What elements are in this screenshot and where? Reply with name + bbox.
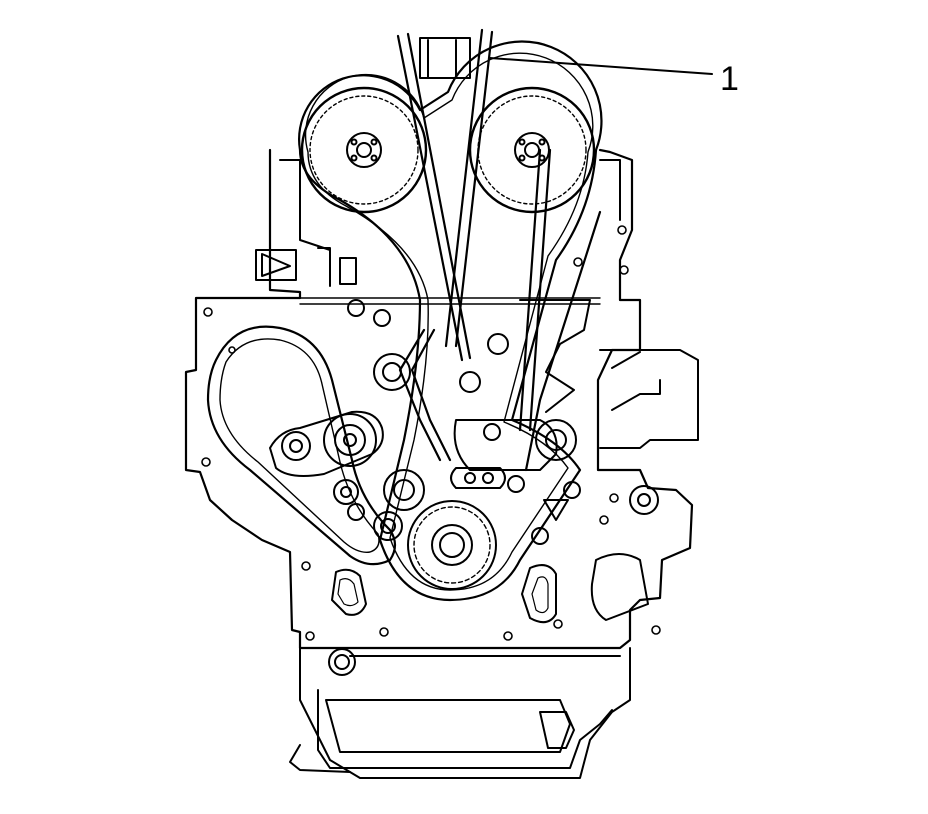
engine-block: [184, 37, 699, 779]
timing-belt: [298, 40, 603, 602]
bolt-holes: [201, 225, 661, 641]
auxiliary-belt: [206, 325, 397, 566]
crankshaft-sprocket: [407, 500, 497, 590]
callout-1-leader: [489, 57, 713, 75]
left-camshaft-sprocket: [300, 86, 428, 214]
pulleys: [281, 299, 659, 545]
callout-1: 1: [489, 57, 739, 98]
tensioner-arm: [269, 299, 591, 521]
callout-1-label: 1: [720, 60, 739, 98]
right-camshaft-sprocket: [468, 86, 596, 214]
timing-tool-rods: [396, 28, 602, 472]
block-cavities: [331, 553, 649, 624]
